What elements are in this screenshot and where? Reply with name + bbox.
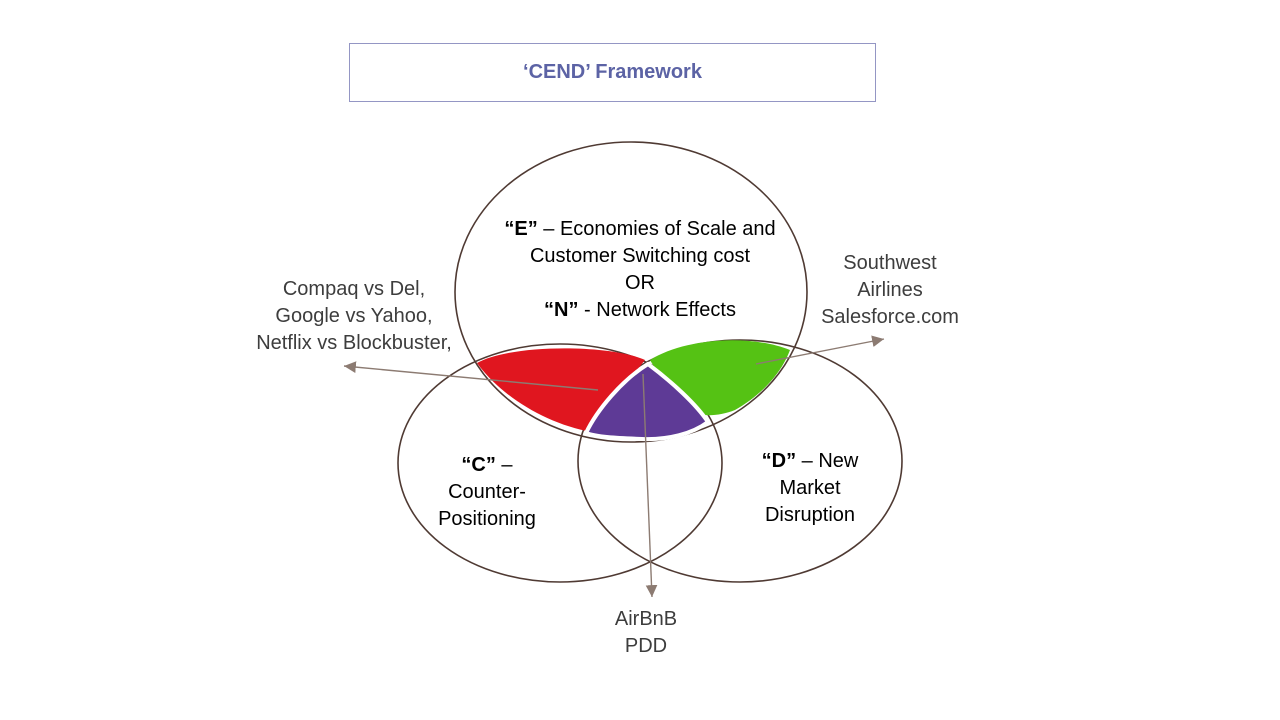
arrow-to-right-examples	[755, 335, 885, 365]
left-circle-line-1: “C” –	[387, 452, 587, 479]
label-e-bold: “E”	[504, 218, 538, 240]
right-circle-label: “D” – New Market Disruption	[710, 448, 910, 529]
top-circle-line-2: Customer Switching cost	[529, 245, 751, 267]
left-circle-line-2: Counter-	[448, 481, 526, 503]
annotation-line: AirBnB	[614, 608, 678, 630]
page-title: ‘CEND’ Framework	[523, 61, 702, 83]
right-circle-line-1: “D” – New	[710, 448, 910, 475]
overlap-purple-region	[583, 361, 711, 442]
annotation-line: Airlines	[857, 279, 923, 301]
left-circle-line-3: Positioning	[438, 508, 536, 530]
left-examples-annotation: Compaq vs Del, Google vs Yahoo, Netflix …	[234, 276, 474, 357]
top-circle-label: “E” – Economies of Scale and Customer Sw…	[460, 216, 820, 324]
arrow-to-bottom-examples	[642, 373, 658, 598]
label-n-rest: - Network Effects	[578, 299, 736, 321]
label-c-bold: “C”	[461, 454, 496, 476]
bottom-examples-annotation: AirBnB PDD	[586, 606, 706, 660]
top-circle-line-1: “E” – Economies of Scale and	[460, 216, 820, 243]
annotation-line: Google vs Yahoo,	[275, 305, 433, 327]
annotation-line: PDD	[624, 635, 668, 657]
right-circle-line-2: Market	[779, 477, 841, 499]
title-box: ‘CEND’ Framework	[349, 43, 876, 102]
label-d-rest: – New	[796, 450, 859, 472]
left-circle-label: “C” – Counter- Positioning	[387, 452, 587, 533]
label-d-bold: “D”	[761, 450, 797, 472]
top-circle-line-3: OR	[625, 272, 655, 294]
label-e-rest: – Economies of Scale and	[537, 218, 776, 240]
right-circle-line-3: Disruption	[764, 504, 856, 526]
left-circle-outline	[397, 343, 723, 583]
top-circle-line-4: “N” - Network Effects	[460, 297, 820, 324]
arrow-to-left-examples	[343, 361, 599, 391]
label-n-bold: “N”	[544, 299, 579, 321]
top-circle-outline	[454, 141, 808, 443]
annotation-line: Salesforce.com	[821, 306, 959, 328]
annotation-line: Southwest	[843, 252, 937, 274]
right-examples-annotation: Southwest Airlines Salesforce.com	[790, 250, 990, 331]
right-circle-outline	[577, 339, 903, 583]
annotation-line: Compaq vs Del,	[282, 278, 426, 300]
annotation-line: Netflix vs Blockbuster,	[256, 332, 452, 354]
label-c-rest: –	[495, 454, 513, 476]
